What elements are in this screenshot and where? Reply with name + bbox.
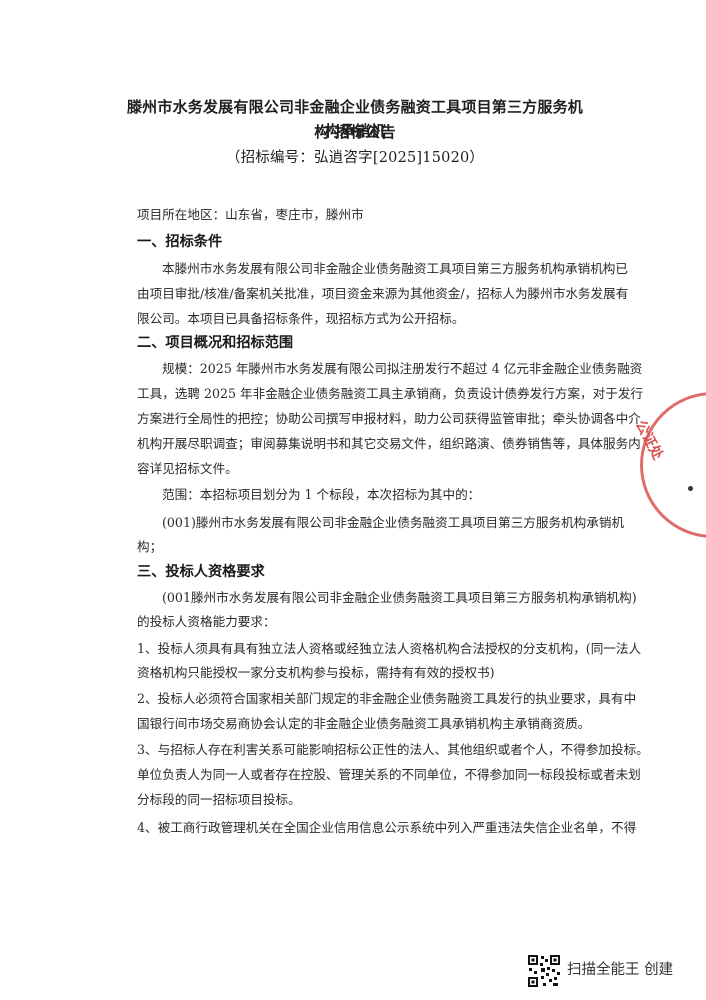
section-heading-conditions: 一、招标条件 — [137, 234, 223, 250]
paragraph-line: 国银行间市场交易商协会认定的非金融企业债务融资工具承销机构主承销商资质。 — [137, 716, 591, 731]
paragraph-line: 构； — [137, 539, 163, 554]
section-heading-overview: 二、项目概况和招标范围 — [137, 335, 294, 351]
paragraph-line: 分标段的同一招标项目投标。 — [137, 792, 301, 807]
red-seal-stamp — [640, 392, 706, 538]
paragraph-line: 限公司。本项目已具备招标条件，现招标方式为公开招标。 — [137, 311, 465, 326]
paragraph-line: 规模：2025 年滕州市水务发展有限公司拟注册发行不超过 4 亿元非金融企业债务… — [162, 361, 643, 376]
paragraph-line: 本滕州市水务发展有限公司非金融企业债务融资工具项目第三方服务机构承销机构已 — [162, 261, 628, 276]
paragraph-line: 机构开展尽职调查；审阅募集说明书和其它交易文件，组织路演、债券销售等，具体服务内 — [137, 436, 641, 451]
paragraph-line: (001滕州市水务发展有限公司非金融企业债务融资工具项目第三方服务机构承销机构) — [162, 590, 637, 605]
paragraph-line: 3、与招标人存在利害关系可能影响招标公正性的法人、其他组织或者个人，不得参加投标… — [137, 742, 649, 757]
ink-dot — [688, 486, 693, 491]
section-heading-qualifications: 三、投标人资格要求 — [137, 564, 265, 580]
paragraph-line: 工具，选聘 2025 年非金融企业债务融资工具主承销商，负责设计债券发行方案，对… — [137, 386, 644, 401]
title-line-2: 构 招标公告 — [314, 123, 396, 141]
paragraph-line: 资格机构只能授权一家分支机构参与投标，需持有有效的授权书) — [137, 665, 495, 680]
paragraph-line: 范围：本招标项目划分为 1 个标段，本次招标为其中的： — [162, 487, 481, 502]
paragraph-line: 方案进行全局性的把控；协助公司撰写申报材料，助力公司获得监管审批；牵头协调各中介 — [137, 411, 641, 426]
tender-code: （招标编号：弘逍咨字[2025]15020） — [225, 150, 485, 166]
paragraph-line: 的投标人资格能力要求： — [137, 614, 276, 629]
paragraph-line: 由项目审批/核准/备案机关批准，项目资金来源为其他资金/，招标人为滕州市水务发展… — [137, 286, 629, 301]
paragraph-line: (001)滕州市水务发展有限公司非金融企业债务融资工具项目第三方服务机构承销机 — [162, 515, 625, 530]
qr-code-icon — [527, 954, 561, 988]
title-line-1: 滕州市水务发展有限公司非金融企业债务融资工具项目第三方服务机构承销机 — [126, 98, 583, 140]
scanner-watermark: 扫描全能王 创建 — [567, 962, 674, 978]
paragraph-line: 2、投标人必须符合国家相关部门规定的非金融企业债务融资工具发行的执业要求，具有中 — [137, 691, 637, 706]
project-location: 项目所在地区：山东省，枣庄市，滕州市 — [137, 207, 364, 222]
paragraph-line: 单位负责人为同一人或者存在控股、管理关系的不同单位，不得参加同一标段投标或者未划 — [137, 767, 641, 782]
paragraph-line: 1、投标人须具有具有独立法人资格或经独立法人资格机构合法授权的分支机构，(同一法… — [137, 641, 642, 656]
paragraph-line: 容详见招标文件。 — [137, 461, 238, 476]
paragraph-line: 4、被工商行政管理机关在全国企业信用信息公示系统中列入严重违法失信企业名单，不得 — [137, 820, 637, 835]
